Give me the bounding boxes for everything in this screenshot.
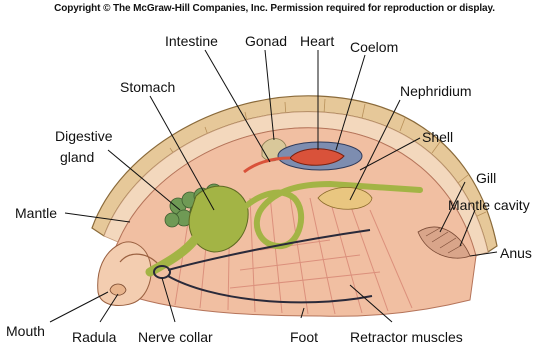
label-mantle-cavity: Mantle cavity: [448, 197, 530, 213]
head-region: [98, 242, 151, 305]
label-gill: Gill: [476, 170, 496, 186]
label-digestive-gland-line1: Digestive: [55, 128, 113, 144]
label-coelom: Coelom: [350, 39, 398, 55]
label-stomach: Stomach: [120, 79, 175, 95]
label-intestine: Intestine: [165, 33, 218, 49]
label-heart: Heart: [300, 33, 334, 49]
label-shell: Shell: [422, 129, 453, 145]
label-anus: Anus: [500, 245, 532, 261]
label-gonad: Gonad: [245, 33, 287, 49]
label-nephridium: Nephridium: [400, 83, 472, 99]
label-foot: Foot: [290, 329, 318, 345]
label-retractor-muscles: Retractor muscles: [350, 329, 463, 345]
label-mantle: Mantle: [15, 205, 57, 221]
radula-organ: [110, 284, 126, 295]
label-radula: Radula: [72, 329, 117, 345]
label-mouth: Mouth: [6, 323, 45, 339]
label-nerve-collar: Nerve collar: [138, 329, 213, 345]
label-digestive-gland-line2: gland: [60, 149, 94, 165]
